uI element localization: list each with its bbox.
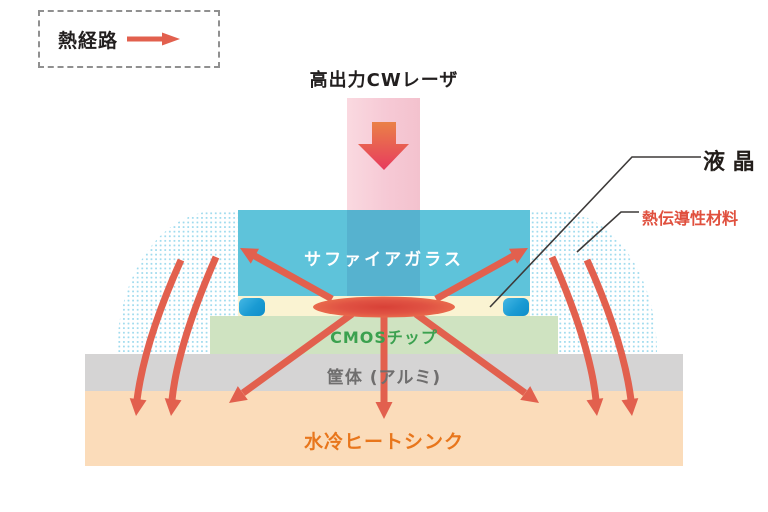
heatsink-label: 水冷ヒートシンク xyxy=(303,431,464,453)
heat-arrow-curve-left-inner xyxy=(168,255,220,401)
arrowhead-curve-left-inner xyxy=(164,398,182,416)
legend-label: 熱経路 xyxy=(58,29,119,52)
right-arrow-icon xyxy=(127,32,181,46)
housing-label: 筐体 (アルミ) xyxy=(326,368,442,388)
heat-arrow-curve-right-outer xyxy=(583,258,635,401)
liquid-crystal-callout-label: 液 晶 xyxy=(703,150,755,175)
sapphire-glass-layer xyxy=(238,210,530,296)
heat-arrow-down-left xyxy=(240,311,355,396)
cmos-chip-label: CMOSチップ xyxy=(330,328,438,347)
seal-spacer-left xyxy=(239,298,265,316)
arrowhead-down-center xyxy=(375,402,393,419)
arrowhead-curve-right-inner xyxy=(586,398,604,416)
legend-box: 熱経路 xyxy=(38,10,220,68)
heat-arrow-up-left xyxy=(251,251,334,303)
arrowhead-down-right xyxy=(520,386,539,403)
arrowhead-up-left xyxy=(240,248,259,264)
heat-arrow-up-right xyxy=(434,251,517,303)
hotspot-ellipse xyxy=(313,296,455,318)
liquid-crystal-callout-line xyxy=(489,156,701,308)
thermal-material-callout-line xyxy=(576,211,639,253)
arrowhead-up-right xyxy=(509,248,528,264)
sapphire-glass-label: サファイアガラス xyxy=(304,250,464,270)
heat-arrow-curve-left-outer xyxy=(133,258,185,401)
arrowhead-curve-left-outer xyxy=(129,398,147,416)
beam-through-glass xyxy=(347,210,420,296)
arrowhead-down-left xyxy=(229,386,248,403)
heat-arrow-down-right xyxy=(413,311,528,396)
seal-spacer-right xyxy=(503,298,529,316)
laser-title: 高出力CWレーザ xyxy=(309,70,459,91)
arrowhead-curve-right-outer xyxy=(621,398,639,416)
heat-arrow-curve-right-inner xyxy=(548,255,600,401)
thermal-material-callout-label: 熱伝導性材料 xyxy=(642,209,739,228)
laser-down-arrow-icon xyxy=(358,122,409,170)
